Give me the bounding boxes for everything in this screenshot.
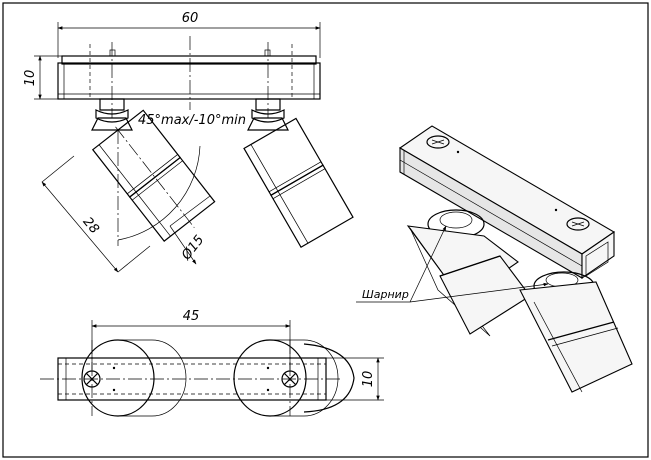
dim-length-head: 28 [80,215,102,237]
rail-top-flange [61,55,317,65]
iso-screw-1-icon [426,135,450,149]
isometric-view: Шарнир [356,125,633,393]
top-view: 45 10 [40,309,384,417]
dim-height-top: 10 [23,70,38,87]
iso-head-2-body [519,281,633,393]
iso-screw-2-icon [566,217,590,231]
right-hinge-neck [255,98,281,111]
dim-height-bottom: 10 [361,371,376,388]
right-spot-head [243,117,354,249]
dim-line-length [41,181,119,273]
right-hinge-ball [247,117,289,131]
left-hinge-neck [99,98,125,111]
hinge-callout: Шарнир [362,288,409,301]
dim-center-distance: 45 [183,309,200,324]
right-head-outline [233,339,307,417]
front-view: 60 10 45°max/-10°min 28 Ø15 [23,11,354,273]
dim-width-top: 60 [182,11,199,26]
rail-body [57,62,321,100]
dim-diameter-head: Ø15 [178,233,207,264]
left-spot-head [91,109,216,242]
left-hinge-ball [91,117,133,131]
tilt-label: 45°max/-10°min [138,113,246,128]
tilt-arc [117,145,201,241]
